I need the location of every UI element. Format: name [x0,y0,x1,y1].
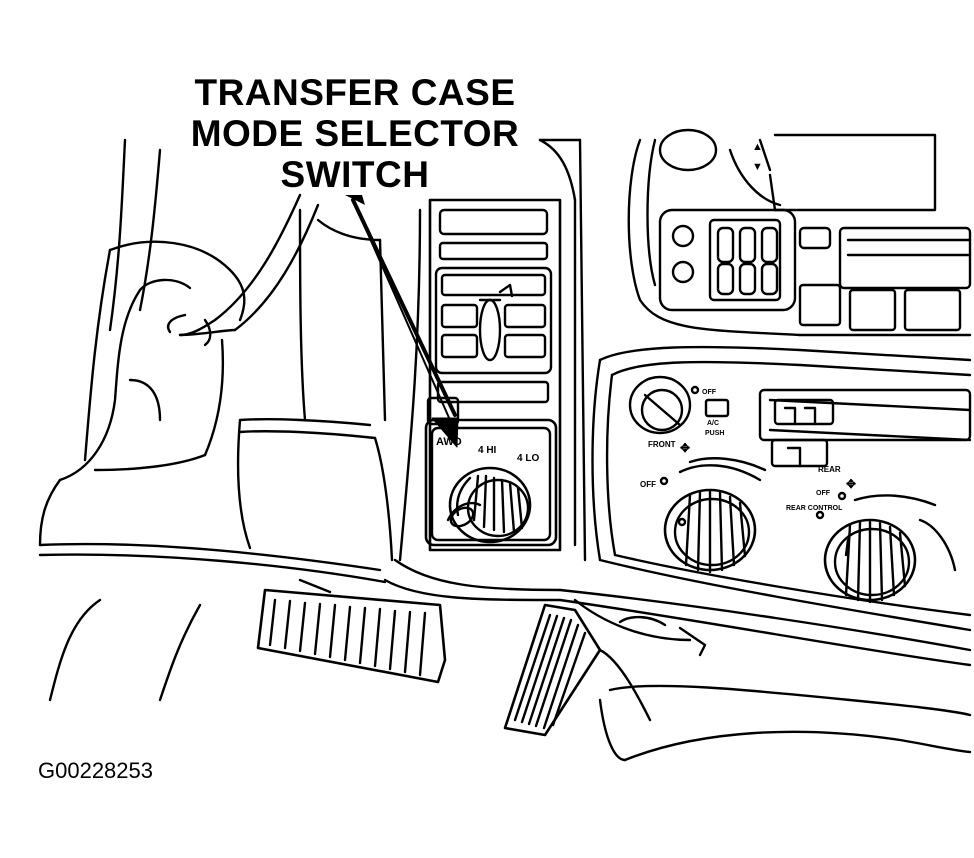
svg-text:▲: ▲ [752,141,763,153]
lower-dash [38,208,972,702]
callout-line-3: SWITCH [280,154,430,195]
radio-unit: ▲ ▼ [627,128,972,337]
svg-text:▼: ▼ [752,161,763,173]
rear-control-label: REAR CONTROL [786,505,843,512]
floor [598,684,972,762]
four-hi-label: 4 HI [478,445,497,456]
rear-blower-knob[interactable] [823,518,917,604]
off-left-label: OFF [640,480,656,489]
climate-panel: OFF A/C PUSH FRONT ✥ OFF REAR [591,345,972,632]
front-blower-knob[interactable] [663,488,757,574]
callout-line-2: MODE SELECTOR [190,113,520,154]
brake-pedal [256,578,447,684]
svg-text:✥: ✥ [846,477,856,491]
callout-line-1: TRANSFER CASE [194,72,516,113]
svg-text:✥: ✥ [680,441,690,455]
accelerator-pedal [503,598,707,737]
off-top-label: OFF [702,389,717,396]
front-label: FRONT [648,440,676,449]
push-label: PUSH [705,430,724,437]
rear-label: REAR [818,465,841,474]
transfer-case-switch-panel: AWD 4 HI 4 LO [424,418,558,547]
center-bezel [398,138,587,562]
callout-label: TRANSFER CASE MODE SELECTOR SWITCH [150,72,560,195]
callout-arrow [345,195,459,448]
steering-column [58,138,320,482]
figure-id: G00228253 [38,758,153,783]
accessory-panel [426,208,553,426]
off-right-label: OFF [816,490,831,497]
mode-selector-knob[interactable] [446,466,532,544]
ac-label: A/C [707,420,719,427]
four-lo-label: 4 LO [517,453,539,464]
